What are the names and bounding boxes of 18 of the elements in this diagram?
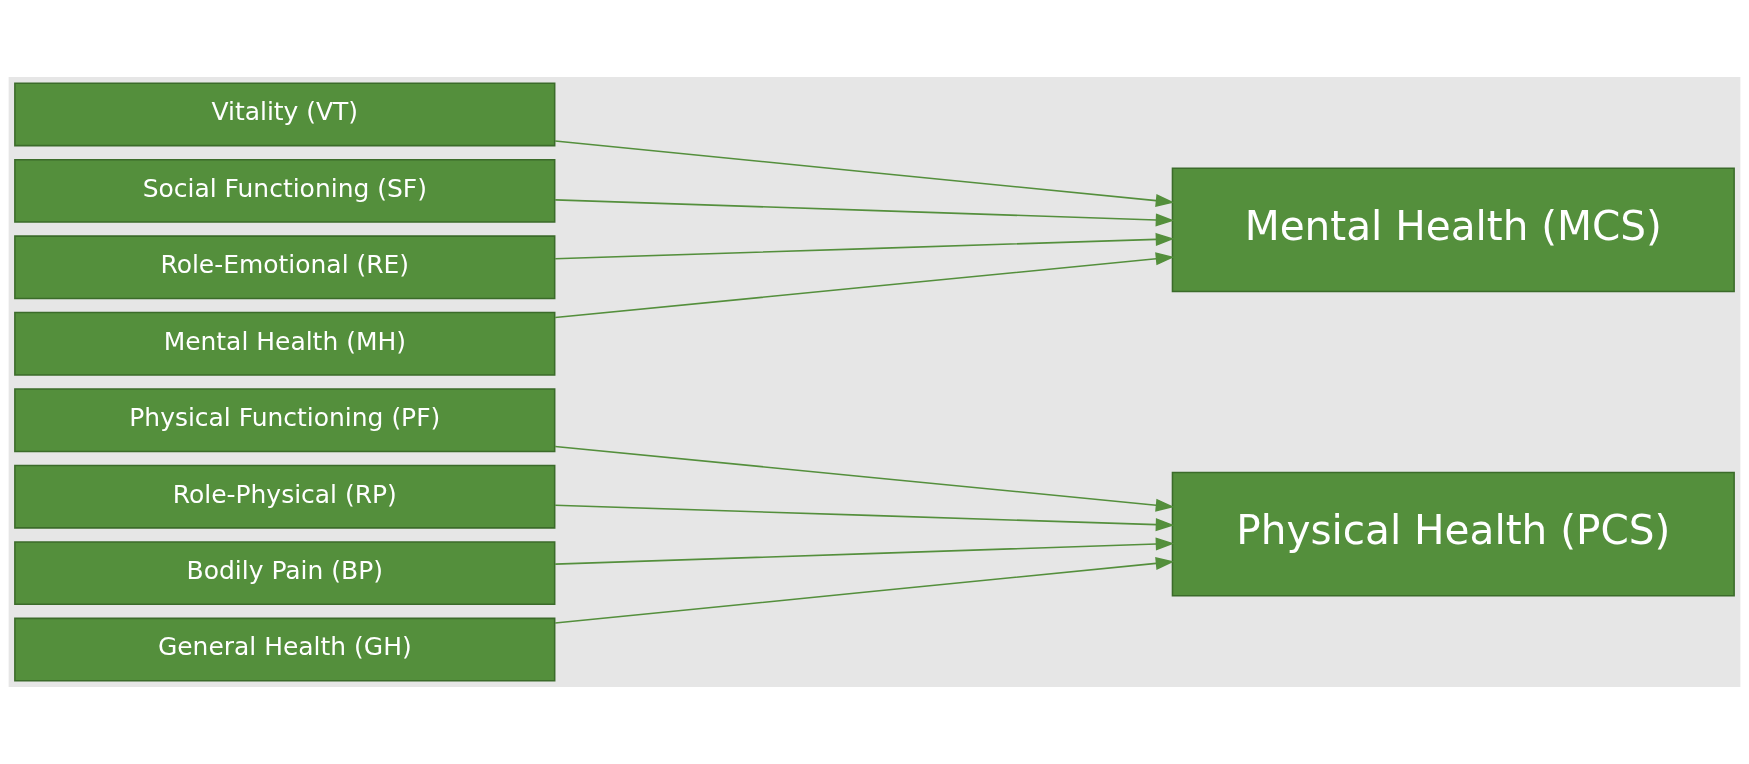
arrow	[554, 537, 1175, 565]
node-box: Role-Physical (RP)	[14, 464, 556, 529]
arrow	[554, 232, 1175, 260]
node-box: Vitality (VT)	[14, 82, 556, 147]
node-box: General Health (GH)	[14, 617, 556, 682]
arrow	[554, 445, 1175, 512]
arrow	[554, 252, 1175, 319]
arrow	[554, 504, 1175, 532]
arrow	[554, 199, 1175, 227]
node-box: Social Functioning (SF)	[14, 158, 556, 223]
node-box: Mental Health (MH)	[14, 311, 556, 376]
node-box: Bodily Pain (BP)	[14, 541, 556, 606]
arrow	[554, 556, 1175, 624]
node-box: Mental Health (MCS)	[1171, 167, 1735, 293]
node-box: Physical Health (PCS)	[1171, 471, 1735, 597]
node-box: Physical Functioning (PF)	[14, 388, 556, 453]
arrow	[554, 140, 1175, 208]
node-box: Role-Emotional (RE)	[14, 235, 556, 300]
